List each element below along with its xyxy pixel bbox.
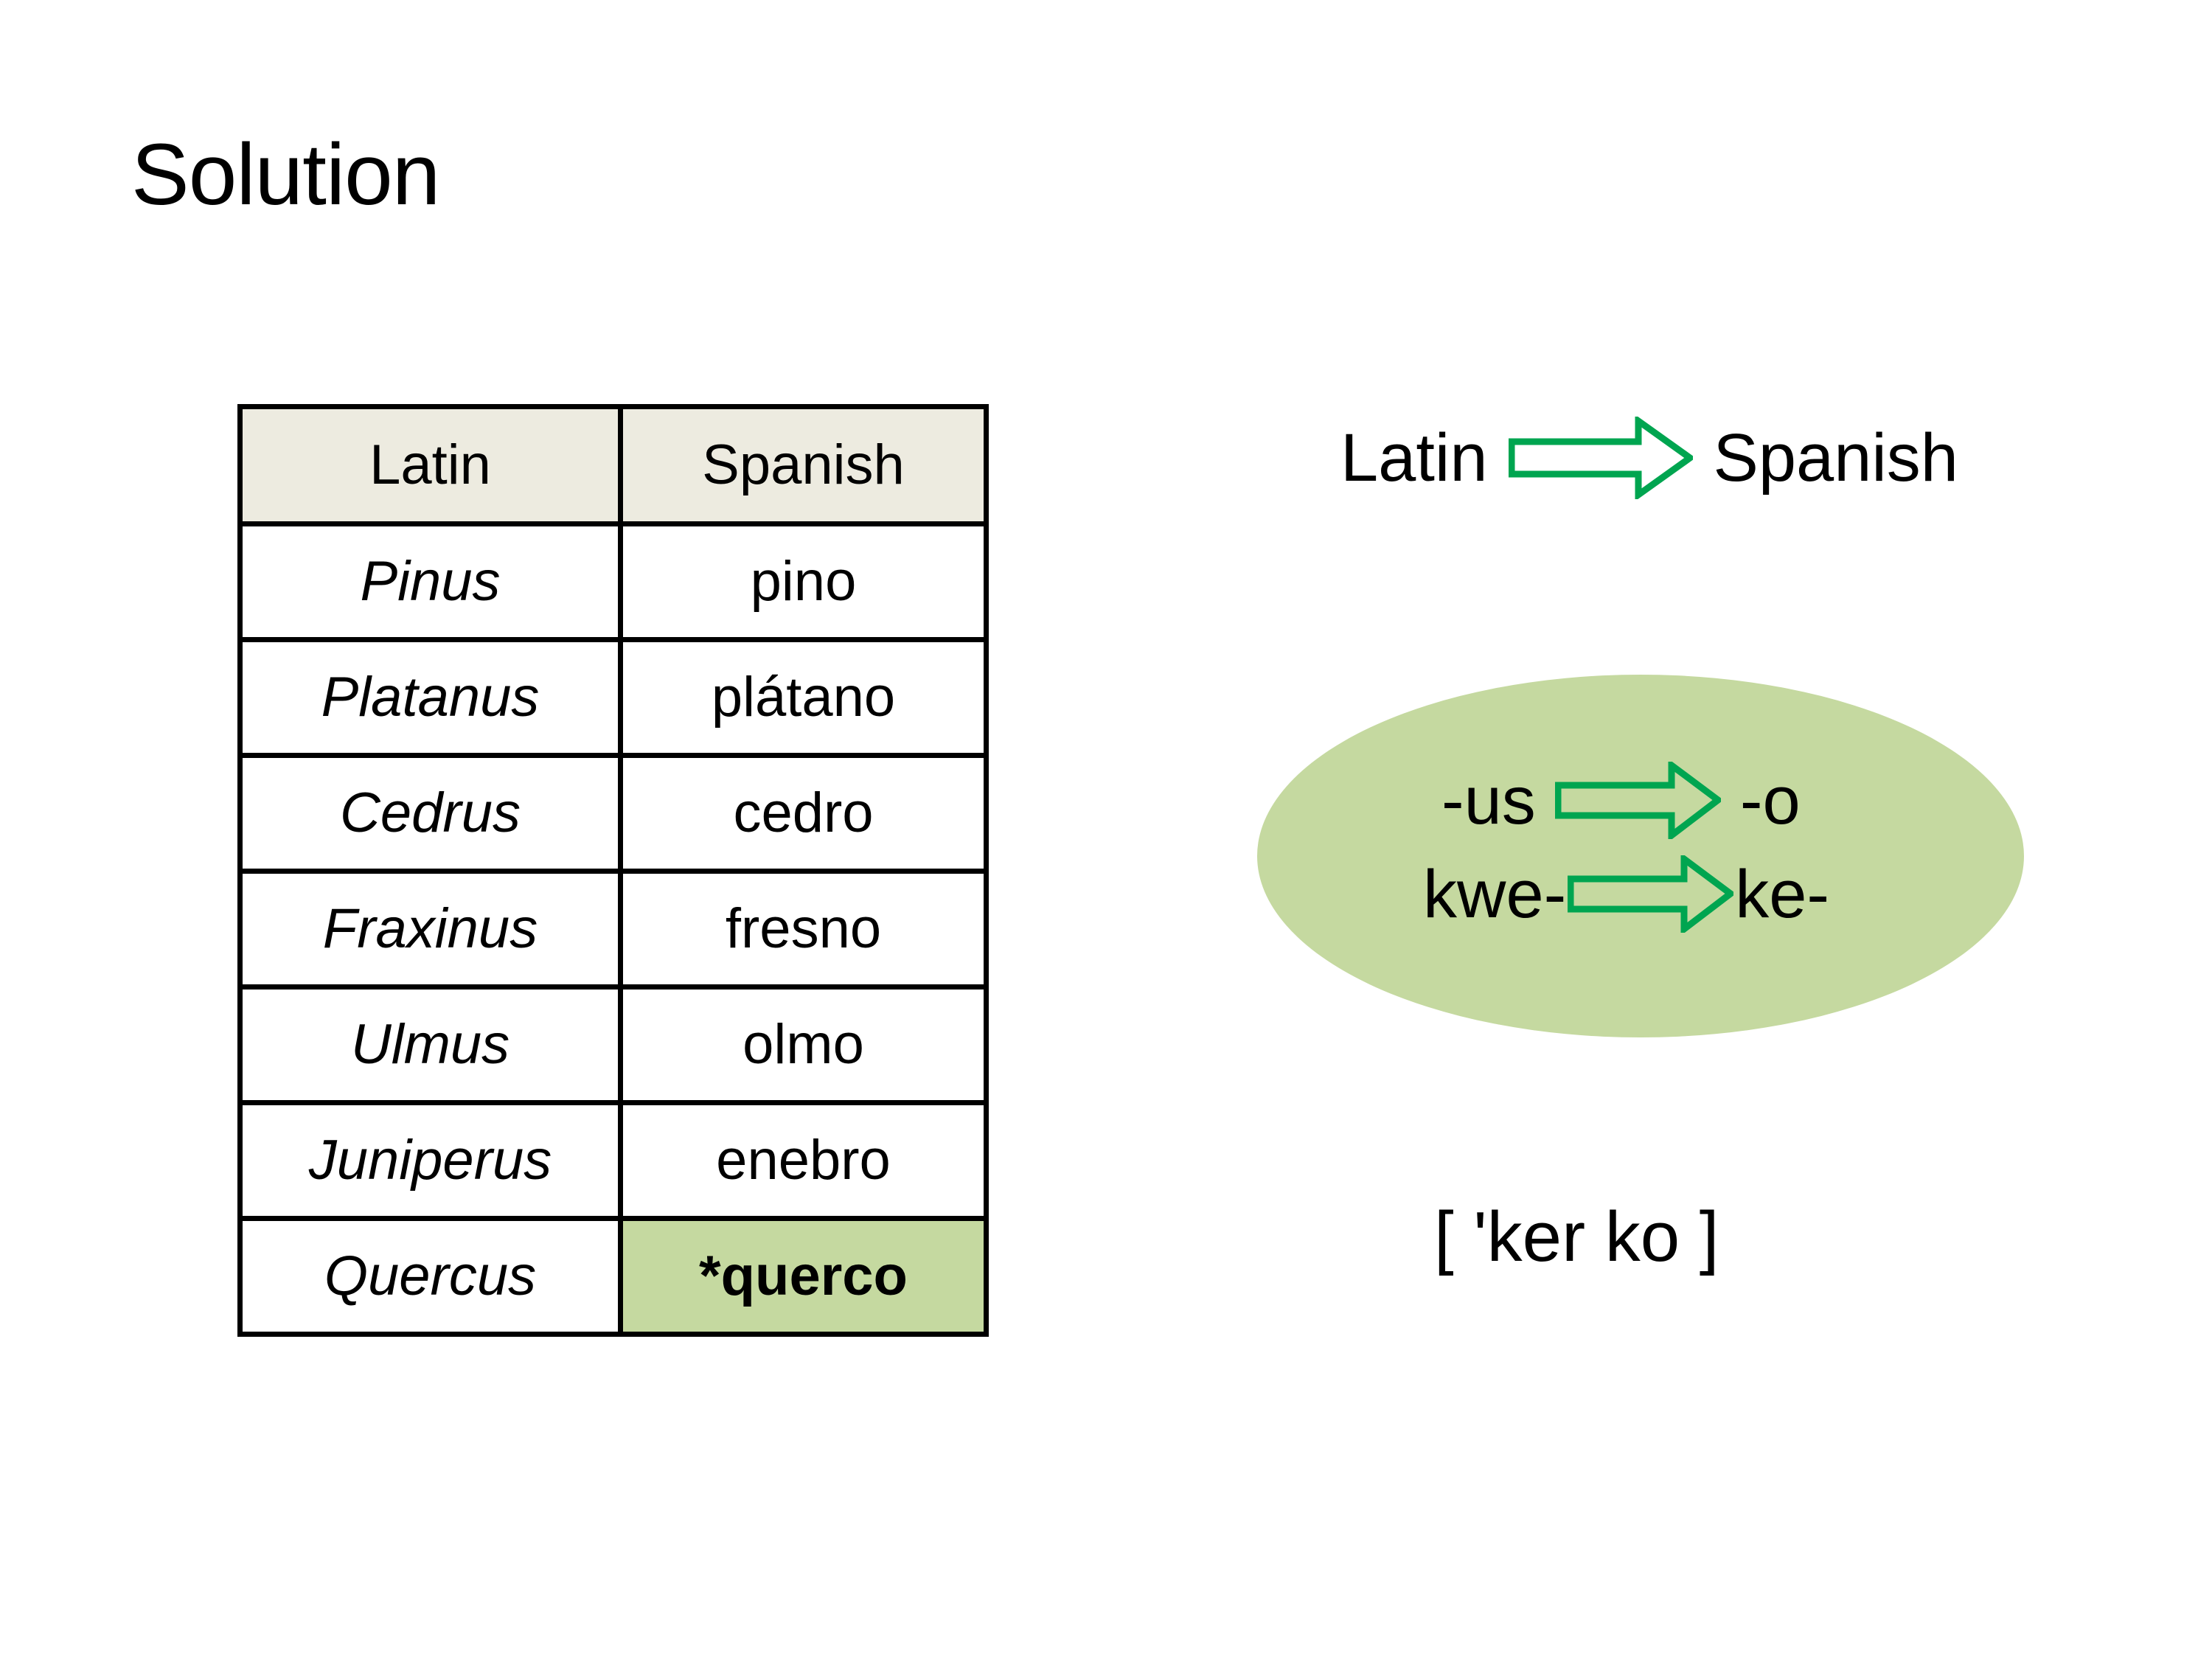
cell-latin: Juniperus (237, 1100, 623, 1221)
column-header-latin: Latin (237, 404, 623, 526)
cell-latin: Platanus (237, 637, 623, 758)
sound-change-rule-1: -us -o (1441, 762, 1801, 839)
cell-spanish: fresno (618, 869, 989, 990)
cell-latin: Quercus (237, 1216, 623, 1337)
cell-spanish-reconstructed: *querco (618, 1216, 989, 1337)
cell-spanish: pino (618, 521, 989, 642)
cell-spanish: olmo (618, 984, 989, 1105)
cell-latin: Cedrus (237, 753, 623, 874)
direction-target-label: Spanish (1713, 420, 1958, 495)
cell-spanish: cedro (618, 753, 989, 874)
page-title: Solution (131, 126, 440, 223)
cell-spanish: enebro (618, 1100, 989, 1221)
column-header-spanish: Spanish (618, 404, 989, 526)
table-header-row: Latin Spanish (237, 404, 989, 526)
sound-change-2-to: ke- (1735, 856, 1830, 932)
rules-panel: Latin Spanish -us -o kwe- (1150, 383, 2168, 1416)
sound-change-1-to: -o (1739, 762, 1801, 838)
cell-latin: Fraxinus (237, 869, 623, 990)
table-row: Fraxinus fresno (237, 869, 989, 990)
table-row: Cedrus cedro (237, 753, 989, 874)
table-row: Pinus pino (237, 521, 989, 642)
table-row: Ulmus olmo (237, 984, 989, 1105)
table-row: Juniperus enebro (237, 1100, 989, 1221)
cell-spanish: plátano (618, 637, 989, 758)
latin-spanish-table: Latin Spanish Pinus pino Platanus plátan… (237, 404, 989, 1337)
sound-change-ellipse: -us -o kwe- ke- (1257, 675, 2024, 1037)
table-row: Platanus plátano (237, 637, 989, 758)
table-row: Quercus *querco (237, 1216, 989, 1337)
direction-rule: Latin Spanish (1340, 417, 1958, 499)
direction-source-label: Latin (1340, 420, 1488, 495)
sound-change-2-from: kwe- (1423, 856, 1567, 932)
right-block-arrow-icon (1568, 855, 1734, 933)
cell-latin: Ulmus (237, 984, 623, 1105)
sound-change-rule-2: kwe- ke- (1423, 855, 1829, 933)
sound-change-1-from: -us (1441, 762, 1536, 838)
phonetic-transcription: [ 'ker ko ] (1434, 1197, 1719, 1276)
cell-latin: Pinus (237, 521, 623, 642)
right-block-arrow-icon (1508, 417, 1693, 499)
right-block-arrow-icon (1554, 762, 1721, 839)
